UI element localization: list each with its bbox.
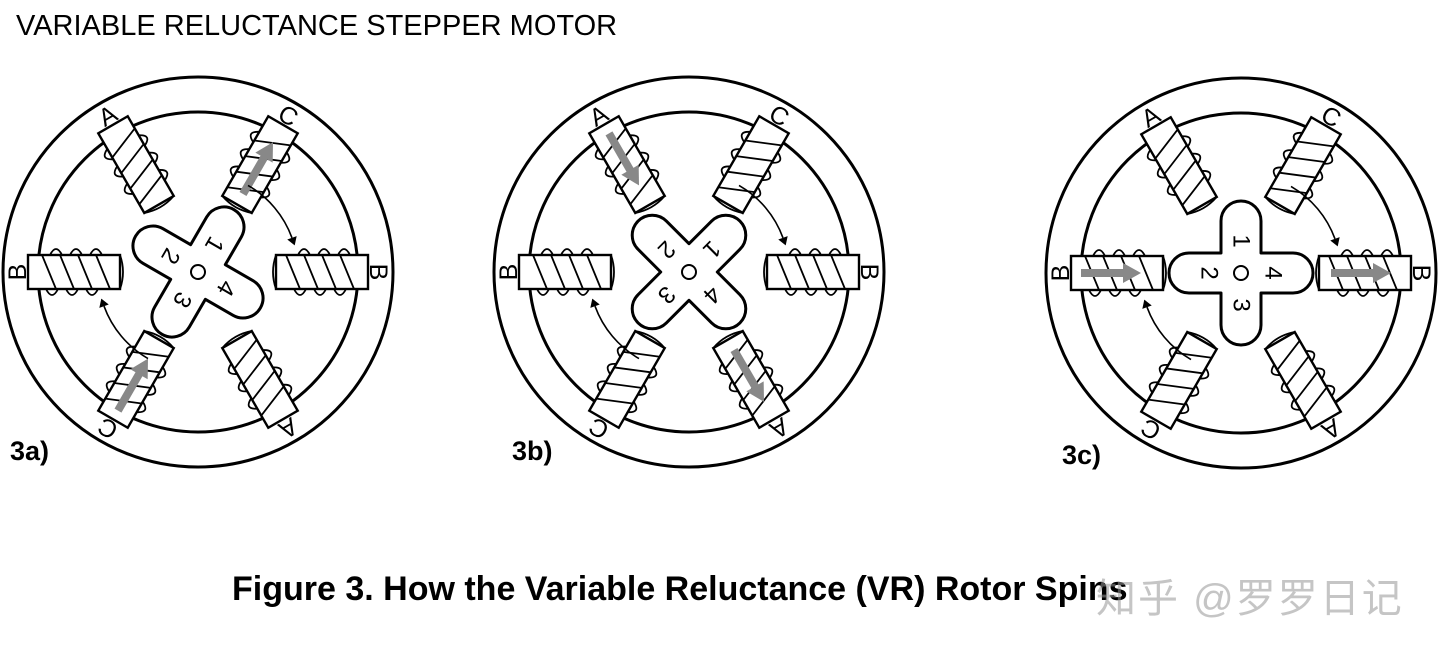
flux-arrow-head [130, 358, 148, 380]
rotor-tooth-number: 4 [1260, 266, 1287, 279]
coil-winding [1276, 340, 1328, 418]
rotation-arrow [1146, 306, 1192, 361]
stator-pole [220, 114, 300, 215]
watermark: 知乎 @罗罗日记 [1096, 577, 1404, 621]
rotor-tooth-number: 3 [1228, 298, 1255, 311]
stator-pole [711, 114, 791, 215]
pole-core [517, 253, 613, 291]
rotor-tooth-number: 1 [1228, 234, 1255, 247]
rotation-arrow-head [287, 236, 297, 246]
flux-arrow [114, 365, 147, 413]
rotor-tooth-number: 2 [1196, 266, 1223, 279]
stator-pole [1139, 330, 1219, 431]
rotor-hub [190, 264, 206, 280]
rotation-arrow-head [1142, 299, 1152, 309]
flux-arrow-head [746, 381, 764, 402]
coil-winding [532, 254, 602, 290]
panel-label-3b: 3b) [512, 436, 553, 466]
pole-label: B [495, 264, 523, 281]
rotor: 1 2 3 4 [1167, 199, 1315, 347]
stator-pole [763, 248, 861, 296]
rotor-hub [681, 264, 697, 280]
stator-pole [272, 248, 370, 296]
figure-caption: Figure 3. How the Variable Reluctance (V… [232, 570, 1128, 608]
pole-label: B [1047, 265, 1075, 282]
coil-winding [111, 127, 163, 205]
stator-pole [96, 329, 176, 430]
stator-pole [711, 329, 791, 430]
pole-label: B [855, 264, 883, 281]
rotation-arrow [1290, 185, 1336, 240]
pole-core [220, 329, 300, 430]
flux-arrow [730, 347, 763, 396]
stator-pole [517, 248, 615, 296]
coil-winding [41, 254, 111, 290]
stator-pole [1139, 115, 1219, 216]
coil-winding [1154, 128, 1206, 206]
stator-pole [96, 114, 176, 215]
coil-winding [718, 139, 782, 194]
pole-label: B [364, 264, 392, 281]
rotation-arrow [738, 184, 784, 239]
coil-winding [1148, 351, 1212, 406]
pole-core [765, 253, 861, 291]
panel-label-3c: 3c) [1062, 440, 1102, 470]
stator-pole [220, 329, 300, 430]
rotation-arrow-head [99, 298, 109, 308]
page-title: VARIABLE RELUCTANCE STEPPER MOTOR [16, 10, 618, 42]
rotation-arrow-head [778, 236, 788, 246]
panel-label-3a: 3a) [10, 436, 50, 466]
coil-winding [1270, 140, 1334, 195]
stator-pole [1315, 249, 1413, 297]
stator-outer-ring [1, 75, 395, 469]
stator-pole [1069, 249, 1167, 297]
pole-core [274, 253, 370, 291]
rotation-arrow-head [1330, 237, 1340, 247]
rotation-arrow-head [590, 298, 600, 308]
flux-arrow-head [255, 142, 273, 163]
rotation-arrow [594, 305, 640, 360]
stator-pole [1263, 330, 1343, 431]
stator-pole [1263, 115, 1343, 216]
stator-pole [26, 248, 124, 296]
coil-winding [285, 254, 355, 290]
flux-arrow-head [1123, 263, 1141, 283]
rotation-arrow [247, 184, 293, 239]
pole-label: B [4, 264, 32, 281]
flux-arrow-head [1373, 263, 1391, 283]
coil-winding [776, 254, 846, 290]
flux-arrow [605, 131, 638, 179]
flux-arrow-head [621, 164, 639, 186]
pole-core [26, 253, 122, 291]
stator-pole [587, 114, 667, 215]
pole-label: B [1407, 265, 1435, 282]
rotor-hub [1233, 265, 1249, 281]
coil-winding [233, 339, 285, 417]
stator-outer-ring [1044, 76, 1438, 470]
pole-core [96, 114, 176, 215]
stator-pole [587, 329, 667, 430]
coil-winding [596, 350, 660, 405]
flux-arrow [239, 148, 272, 197]
rotation-arrow [103, 305, 149, 360]
stator-outer-ring [492, 75, 886, 469]
